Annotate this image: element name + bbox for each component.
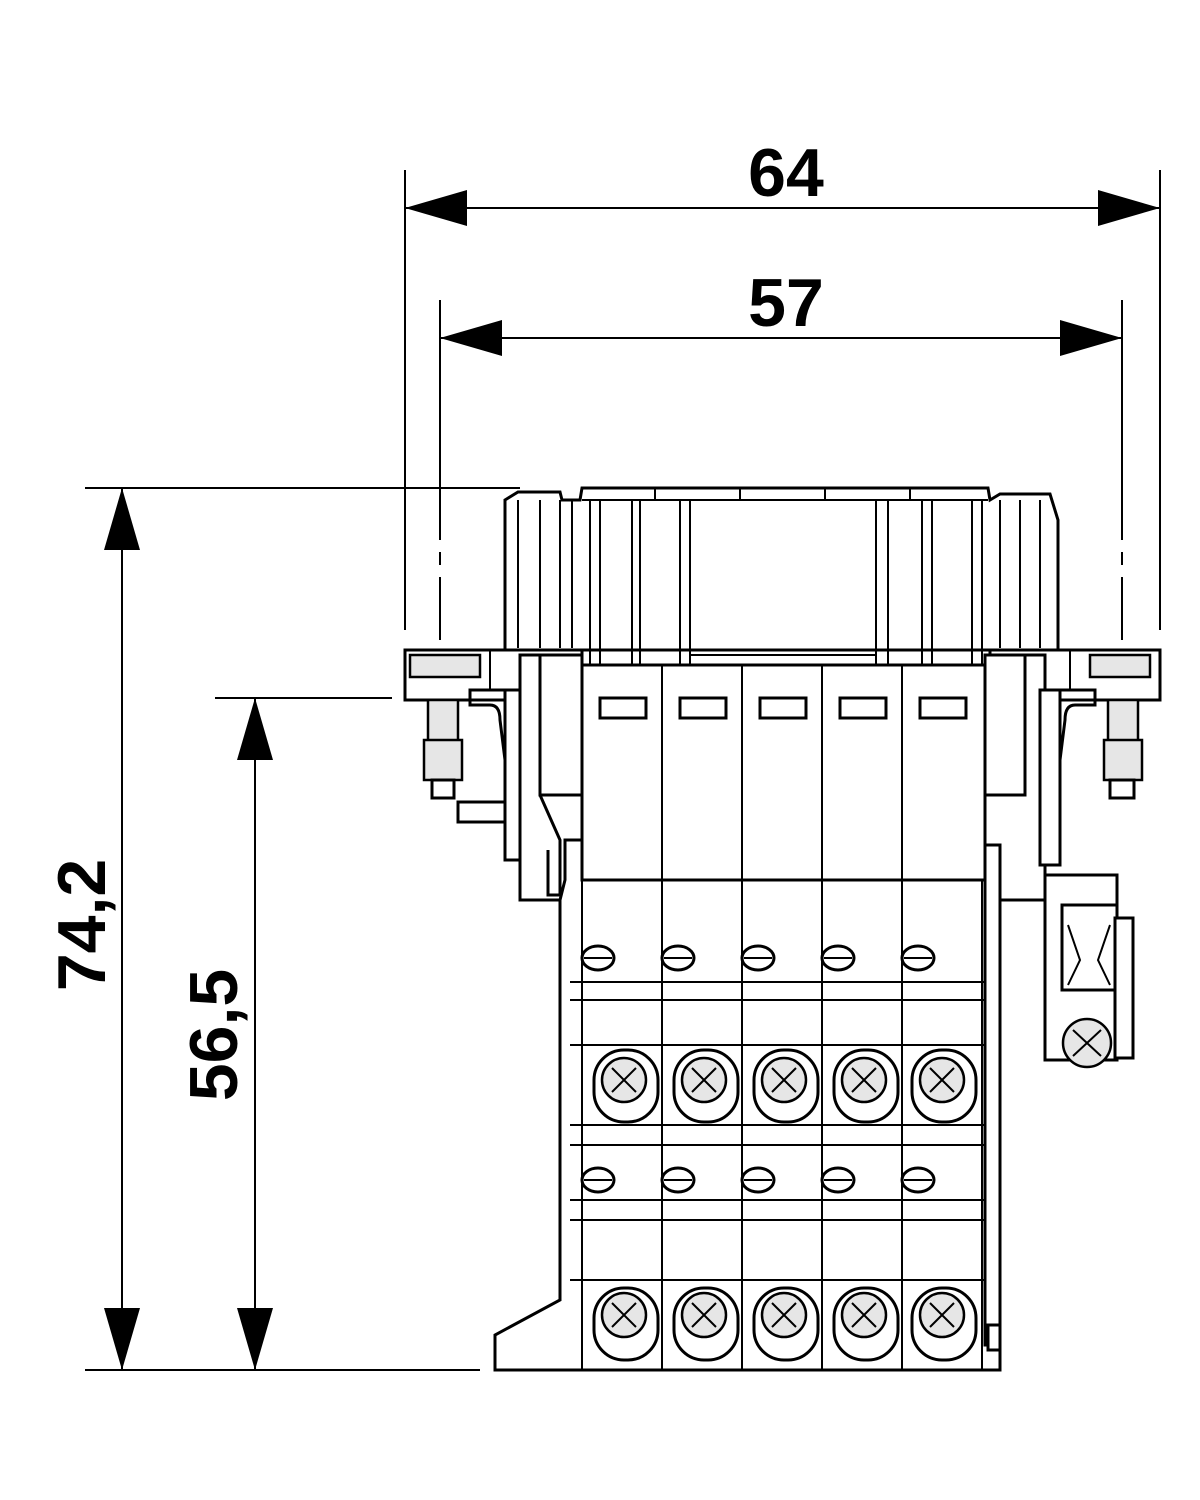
terminal-1-4	[820, 944, 900, 1124]
dimension-height-total: 74,2	[44, 487, 520, 1371]
pe-terminal	[1043, 873, 1135, 1069]
dimension-label-56-5: 56,5	[176, 969, 252, 1101]
terminal-2-2	[660, 1166, 740, 1362]
dimension-label-74-2: 74,2	[44, 859, 120, 991]
dimension-height-mount: 56,5	[176, 697, 392, 1370]
contact-insert-upper	[580, 663, 987, 882]
terminal-1-3	[740, 944, 820, 1124]
terminal-2-4	[820, 1166, 900, 1362]
terminal-block	[493, 838, 1002, 1372]
terminal-2-1	[580, 1166, 660, 1362]
terminal-1-2	[660, 944, 740, 1124]
right-latch	[983, 653, 1152, 902]
terminal-2-3	[740, 1166, 820, 1362]
terminal-2-5	[900, 1166, 978, 1362]
dimension-label-57: 57	[748, 265, 824, 341]
terminal-1-1	[580, 944, 660, 1124]
terminal-1-5	[900, 944, 978, 1124]
dimension-width-inner: 57	[439, 265, 1123, 640]
terminal-row-2	[580, 1166, 978, 1362]
dimension-width-outer: 64	[404, 135, 1161, 630]
connector-hood	[503, 486, 1060, 665]
terminal-row-1	[580, 944, 978, 1124]
dimension-label-64: 64	[748, 135, 824, 211]
